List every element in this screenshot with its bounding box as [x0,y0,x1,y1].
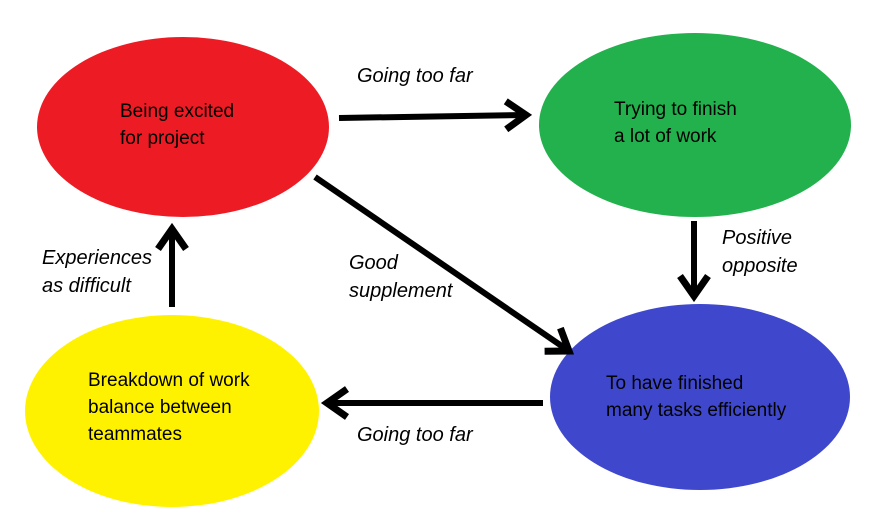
node-trying-finish-ellipse [539,33,851,217]
node-finished-tasks-label: To have finished many tasks efficiently [606,373,787,421]
edge-label-experiences-as-difficult: Experiences as difficult [42,247,153,297]
node-excited-ellipse [37,37,329,217]
node-breakdown-ellipse [25,315,319,507]
edge-label-going-too-far-top: Going too far [357,65,473,87]
arrow-excited-to-trying [338,98,533,133]
edge-label-good-supplement: Good supplement [349,252,453,302]
node-finished-tasks-ellipse [550,304,850,490]
node-excited-label: Being excited for project [120,101,235,149]
arrow-excited-to-finished [313,174,575,355]
node-trying-finish-label: Trying to finish a lot of work [614,99,737,147]
node-breakdown-label: Breakdown of work balance between teamma… [88,370,250,445]
edge-label-going-too-far-bottom: Going too far [357,424,473,446]
edge-label-positive-opposite: Positive opposite [722,227,798,277]
